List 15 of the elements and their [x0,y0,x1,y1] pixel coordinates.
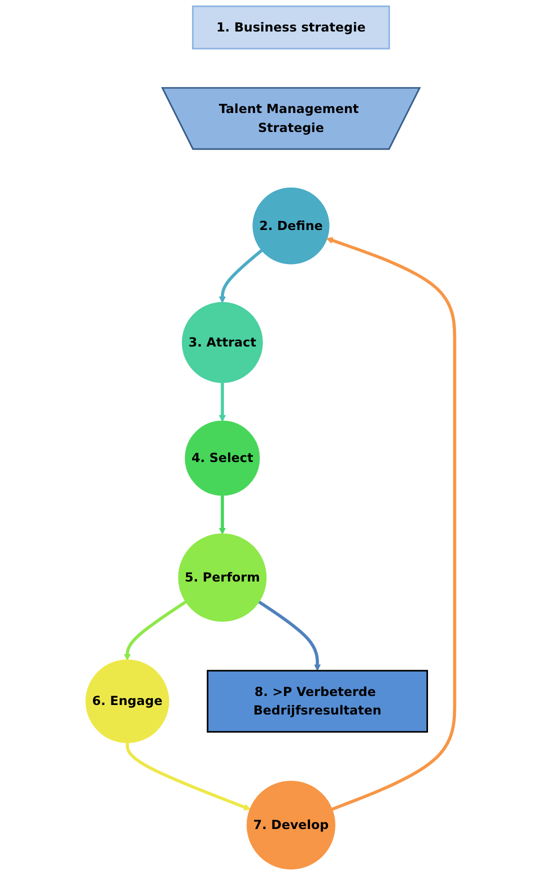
node-circle: 7. Develop [246,780,335,870]
arrow [123,600,187,661]
arrow [218,494,226,534]
node-circle: 6. Engage [85,659,169,744]
node-box: 1. Business strategie [192,6,390,50]
node-circle: 2. Define [252,187,329,264]
arrow [218,248,263,304]
node-circle: 4. Select [184,420,260,496]
arrow [257,600,320,671]
node-circle: 3. Attract [181,302,262,384]
arrow [218,382,226,422]
arrow [125,742,250,810]
node-box: 8. >P Verbeterde Bedrijfsresultaten [206,670,428,733]
arrow [326,237,456,811]
node-circle: 5. Perform [178,533,266,622]
